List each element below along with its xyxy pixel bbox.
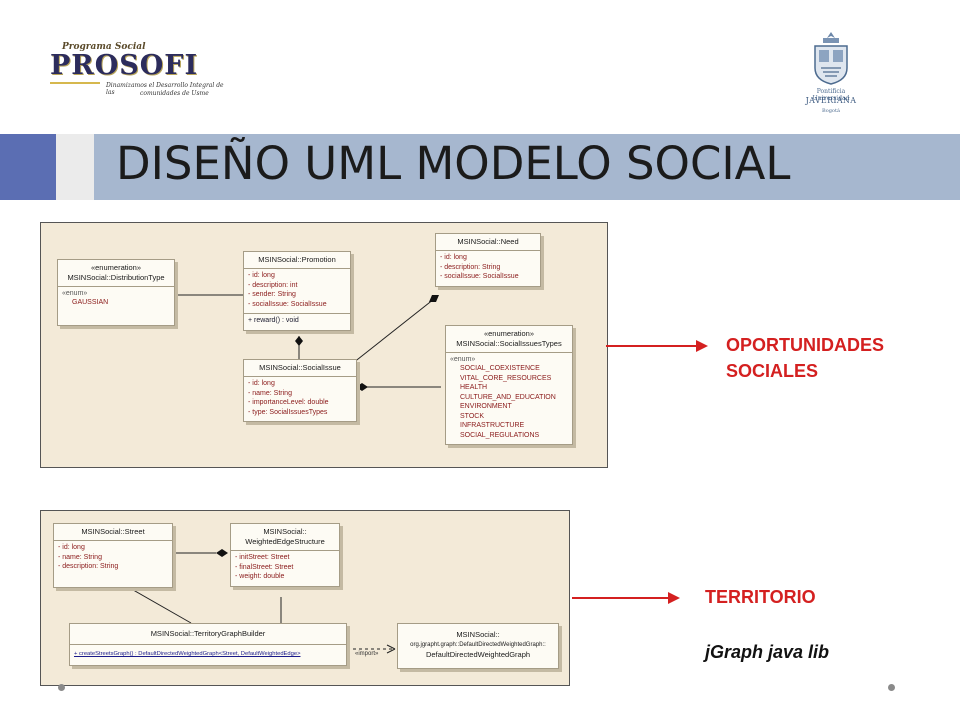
class-stereotype: «enumeration» <box>90 263 142 272</box>
title-accent-square <box>0 134 56 200</box>
label-opportunities-line-2: SOCIALES <box>726 361 819 381</box>
arrow-territory <box>572 592 680 604</box>
label-opportunities-line-1: OPORTUNIDADES <box>726 335 885 355</box>
prosofi-program-text: Programa Social <box>62 42 146 52</box>
attribute: - importanceLevel: double <box>248 399 329 406</box>
enum-value: STOCK <box>460 412 484 420</box>
class-street: MSINSocial::Street - id: long - name: St… <box>53 523 173 588</box>
class-distribution-type: «enumeration» MSINSocial::DistributionTy… <box>57 259 175 326</box>
class-name: MSINSocial::DistributionType <box>67 273 165 282</box>
class-name: MSINSocial::SocialIssue <box>244 360 356 377</box>
class-package: org.jgrapht.graph::DefaultDirectedWeight… <box>410 642 546 648</box>
title-band <box>94 134 960 200</box>
association-lines <box>120 549 396 654</box>
attribute: - id: long <box>58 544 85 551</box>
enum-value: SOCIAL_REGULATIONS <box>460 431 540 439</box>
enum-value: HEALTH <box>460 384 488 391</box>
class-name: MSINSocial::Street <box>54 524 172 541</box>
enum-tag: «enum» <box>450 356 476 363</box>
javeriana-logo: Pontificia Universidad JAVERIANA Bogotá <box>800 30 862 122</box>
attribute: - initStreet: Street <box>235 554 290 561</box>
attribute: - name: String <box>58 553 102 561</box>
class-name: MSINSocial:: <box>263 527 307 536</box>
title-spacer-square <box>56 134 94 200</box>
attribute: - name: String <box>248 389 292 397</box>
class-name: MSINSocial::SocialIssuesTypes <box>456 339 562 348</box>
enum-tag: «enum» <box>62 290 88 297</box>
class-social-issues-types: «enumeration» MSINSocial::SocialIssuesTy… <box>445 325 573 445</box>
class-weighted-edge-structure: MSINSocial:: WeightedEdgeStructure - ini… <box>230 523 340 587</box>
class-need: MSINSocial::Need - id: long - descriptio… <box>435 233 541 287</box>
page-title: DISEÑO UML MODELO SOCIAL <box>116 137 791 190</box>
attribute: - id: long <box>248 272 275 279</box>
slide-dot-left <box>58 684 65 691</box>
attribute: - description: int <box>248 281 298 289</box>
attribute: - weight: double <box>235 573 285 580</box>
association-lines <box>175 294 441 391</box>
operation: + createStreetsGraph() : DefaultDirected… <box>74 651 301 657</box>
attribute: - socialIssue: SocialIssue <box>440 273 519 280</box>
slide-dot-right <box>888 684 895 691</box>
prosofi-tagline-1: Dinamizamos el Desarrollo Integral de la… <box>106 82 224 96</box>
operation: + reward() : void <box>248 317 299 324</box>
university-line-2: JAVERIANA <box>805 96 857 105</box>
prosofi-underline <box>50 82 100 84</box>
enum-value: GAUSSIAN <box>72 299 109 306</box>
class-social-issue: MSINSocial::SocialIssue - id: long - nam… <box>243 359 357 422</box>
enum-value: SOCIAL_COEXISTENCE <box>460 365 540 372</box>
prosofi-tagline-2: comunidades de Usme <box>140 90 209 97</box>
enum-value: INFRASTRUCTURE <box>460 422 525 429</box>
prosofi-name: PROSOFI <box>50 50 199 81</box>
attribute: - socialIssue: SocialIssue <box>248 300 327 308</box>
uml-diagram-territory: MSINSocial::Street - id: long - name: St… <box>40 510 570 686</box>
class-stereotype: «enumeration» <box>483 329 535 338</box>
class-name: MSINSocial::Promotion <box>244 252 350 269</box>
attribute: - finalStreet: Street <box>235 563 294 571</box>
javeriana-crest-icon <box>814 32 848 85</box>
class-default-directed-weighted-graph: MSINSocial:: org.jgrapht.graph::DefaultD… <box>397 623 559 669</box>
prosofi-logo: Programa Social PROSOFI Dinamizamos el D… <box>44 42 224 98</box>
enum-value: ENVIRONMENT <box>460 403 512 410</box>
class-name: MSINSocial::TerritoryGraphBuilder <box>70 624 346 645</box>
class-name: MSINSocial:: <box>456 630 500 639</box>
class-name: MSINSocial::Need <box>436 234 540 251</box>
enum-value: VITAL_CORE_RESOURCES <box>460 374 552 382</box>
arrow-opportunities <box>606 340 708 352</box>
label-territory: TERRITORIO <box>705 587 816 607</box>
attribute: - type: SocialIssuesTypes <box>248 408 328 416</box>
import-label: «import» <box>355 651 379 657</box>
attribute: - id: long <box>440 254 467 261</box>
class-name: WeightedEdgeStructure <box>245 537 325 546</box>
university-line-3: Bogotá <box>822 108 840 114</box>
label-library: jGraph java lib <box>705 642 830 662</box>
class-promotion: MSINSocial::Promotion - id: long - descr… <box>243 251 351 331</box>
attribute: - description: String <box>58 563 119 570</box>
class-name: DefaultDirectedWeightedGraph <box>425 650 531 659</box>
uml-diagram-social: «enumeration» MSINSocial::DistributionTy… <box>40 222 608 468</box>
attribute: - description: String <box>440 263 501 271</box>
university-line-1: Pontificia Universidad <box>812 88 850 102</box>
class-territory-graph-builder: MSINSocial::TerritoryGraphBuilder + crea… <box>69 623 347 666</box>
enum-value: CULTURE_AND_EDUCATION <box>460 393 556 401</box>
attribute: - id: long <box>248 380 275 387</box>
attribute: - sender: String <box>248 291 296 298</box>
